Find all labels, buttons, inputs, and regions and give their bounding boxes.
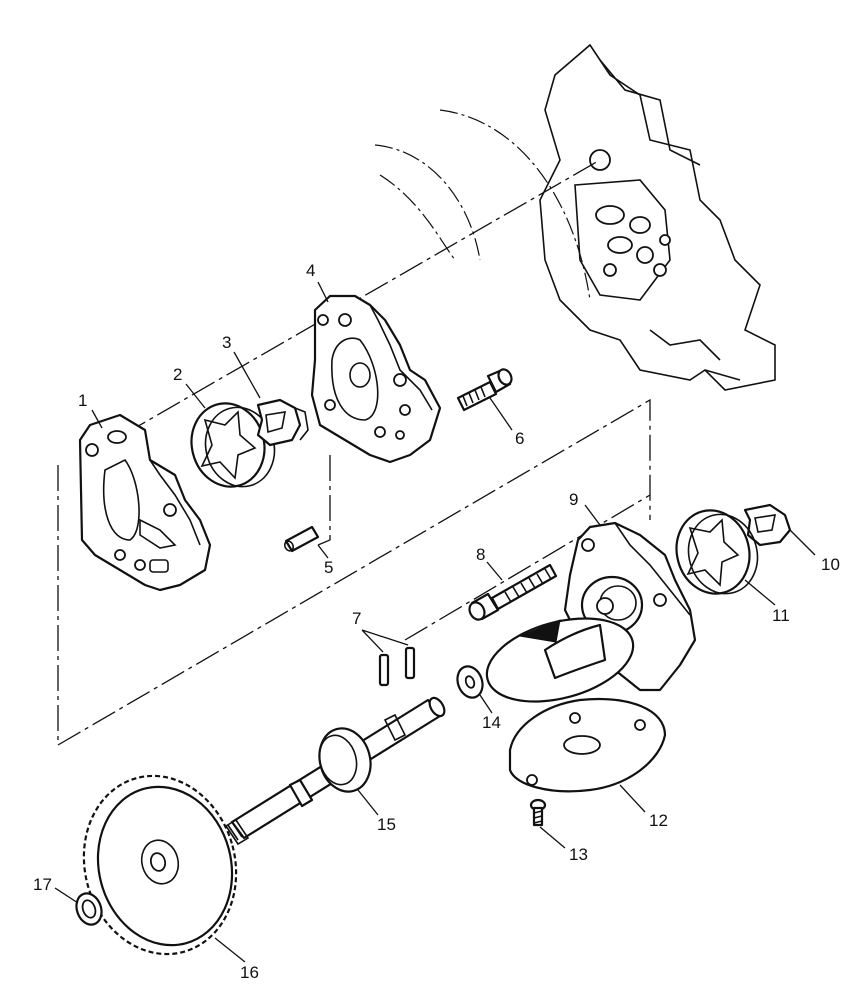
- leader-lines: [54, 281, 816, 963]
- thrust-washer: [456, 665, 484, 699]
- inner-rotor: [256, 398, 309, 447]
- dowel-pin: [283, 525, 320, 553]
- callout-9: 9: [569, 490, 578, 509]
- callout-labels: 1 2 3 4 5 6 7 8 9 10 11 12 13 14 15 16 1…: [33, 261, 840, 982]
- callout-1: 1: [78, 391, 87, 410]
- cover-screw: [529, 798, 547, 827]
- callout-14: 14: [482, 713, 501, 732]
- driven-gear: [82, 774, 238, 956]
- pump-body-plate: [310, 294, 442, 464]
- inner-rotor-secondary: [743, 503, 792, 547]
- bottom-cover-plate: [508, 698, 667, 793]
- callout-16: 16: [240, 963, 259, 982]
- callout-6: 6: [515, 429, 524, 448]
- callout-10: 10: [821, 555, 840, 574]
- outer-rotor-secondary: [675, 509, 759, 595]
- pump-screw: [456, 368, 513, 412]
- callout-17: 17: [33, 875, 52, 894]
- callout-3: 3: [222, 333, 231, 352]
- long-bolt: [468, 563, 558, 621]
- callout-15: 15: [377, 815, 396, 834]
- drive-shaft: [224, 696, 446, 846]
- retaining-ring: [75, 892, 103, 926]
- callout-13: 13: [569, 845, 588, 864]
- callout-7: 7: [352, 609, 361, 628]
- callout-2: 2: [173, 365, 182, 384]
- drive-pins: [378, 646, 416, 687]
- strainer-plate: [485, 617, 635, 703]
- callout-11: 11: [772, 606, 790, 625]
- crankcase-housing: [374, 43, 776, 391]
- callout-12: 12: [649, 811, 668, 830]
- pump-cover-plate: [78, 413, 212, 592]
- callout-4: 4: [306, 261, 315, 280]
- crankcase-bore-icon: [589, 149, 611, 171]
- callout-5: 5: [324, 558, 333, 577]
- callout-8: 8: [476, 545, 485, 564]
- outer-rotor: [190, 402, 276, 488]
